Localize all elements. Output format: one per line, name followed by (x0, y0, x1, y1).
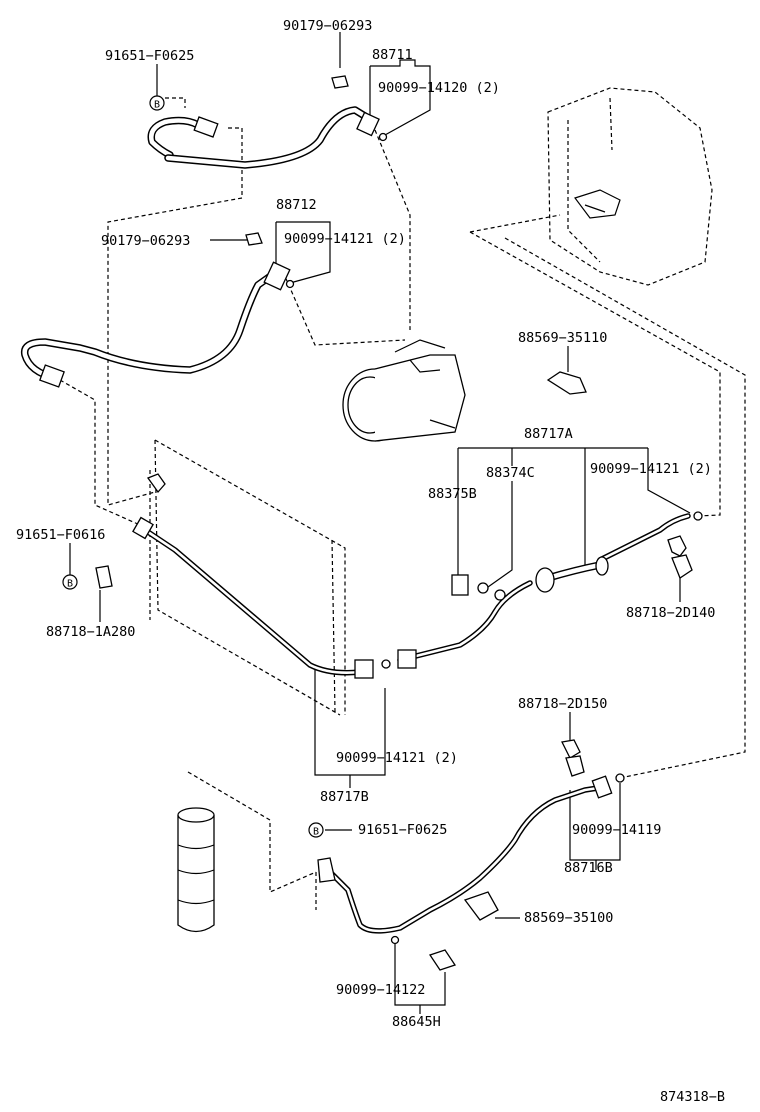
part-label: 90099−14122 (336, 982, 425, 998)
circle-b-letter: B (67, 579, 73, 590)
part-label: 90179−06293 (283, 18, 372, 34)
suction-hose-88712 (20, 232, 295, 388)
part-label: 88712 (276, 197, 317, 213)
liquid-tube-88717b (132, 473, 391, 679)
circle-b-letter: B (154, 100, 160, 111)
part-label: 88569−35110 (518, 330, 607, 346)
dashed-reference-lines (59, 97, 746, 910)
discharge-hose-88711 (147, 75, 388, 169)
circle-b-letter: B (313, 827, 319, 838)
part-label: 90179−06293 (101, 233, 190, 249)
liquid-tube-88717a (397, 511, 703, 669)
part-label: 88717A (524, 426, 573, 442)
part-label: 88717B (320, 789, 369, 805)
tube-88716b (308, 773, 625, 934)
diagram-id: 874318−B (660, 1089, 725, 1105)
part-label: 91651−F0616 (16, 527, 105, 543)
receiver-dryer (177, 807, 215, 933)
part-label: 88716B (564, 860, 613, 876)
part-label: 88375B (428, 486, 477, 502)
compressor (547, 87, 713, 286)
part-label: 88718−1A280 (46, 624, 135, 640)
part-label: 88718−2D140 (626, 605, 715, 621)
part-label: 88569−35100 (524, 910, 613, 926)
part-label: 90099−14119 (572, 822, 661, 838)
part-label: 88645H (392, 1014, 441, 1030)
part-label: 88374C (486, 465, 535, 481)
part-label: 90099−14121 (2) (336, 750, 458, 766)
condenser (149, 439, 346, 716)
compressor-body (342, 339, 466, 442)
small-parts (62, 371, 693, 971)
part-label: 90099−14120 (2) (378, 80, 500, 96)
part-label: 88711 (372, 47, 413, 63)
part-label: 91651−F0625 (358, 822, 447, 838)
leader-lines (69, 32, 691, 1014)
part-label: 90099−14121 (2) (590, 461, 712, 477)
part-label: 91651−F0625 (105, 48, 194, 64)
part-label: 88718−2D150 (518, 696, 607, 712)
part-label: 90099−14121 (2) (284, 231, 406, 247)
